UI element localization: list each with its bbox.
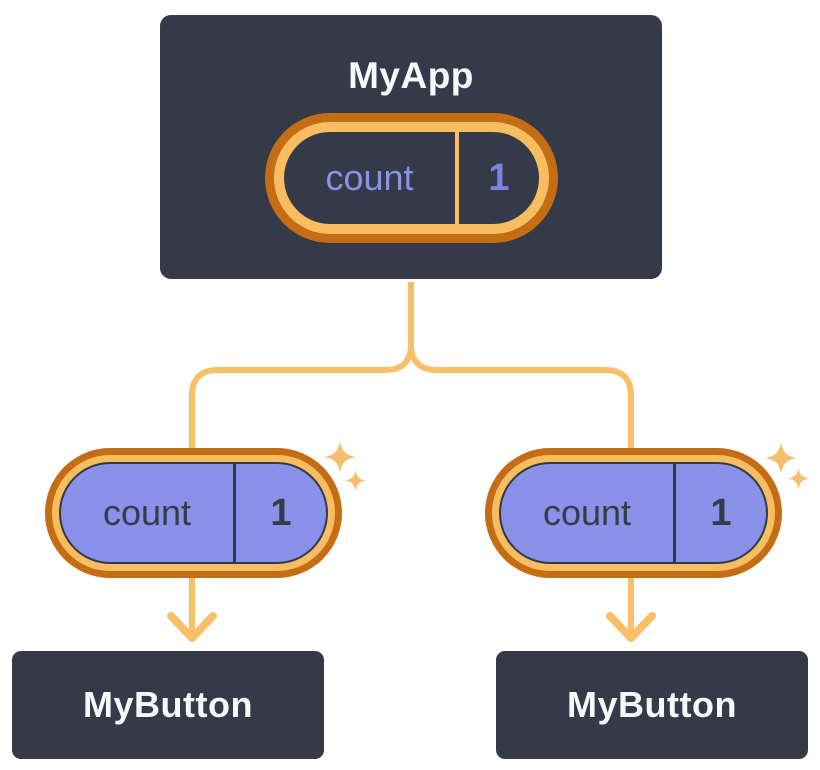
pill-divider <box>673 464 676 562</box>
pill-ring-inner: count 1 <box>274 122 549 234</box>
mybutton-component-box: MyButton <box>9 648 327 762</box>
prop-pill: count 1 <box>45 448 342 578</box>
state-label: count <box>325 157 414 198</box>
mybutton-component-box: MyButton <box>493 648 811 762</box>
pill-ring-outer: count 1 <box>265 113 558 243</box>
prop-label: count <box>542 492 632 533</box>
sparkle-icon <box>788 468 809 489</box>
arrow-down-icon <box>606 612 656 642</box>
pill-divider <box>233 464 236 562</box>
sparkle-icon <box>765 442 797 474</box>
pill-ring-outer: count 1 <box>485 448 782 578</box>
state-value: 1 <box>488 156 510 199</box>
prop-pill: count 1 <box>485 448 782 578</box>
prop-value: 1 <box>710 491 732 534</box>
component-title: MyApp <box>348 55 474 96</box>
arrow-down-icon <box>167 612 217 642</box>
pill-ring-outer: count 1 <box>45 448 342 578</box>
pill-body: count 1 <box>499 462 768 564</box>
state-pill: count 1 <box>265 113 558 243</box>
pill-body: count 1 <box>59 462 328 564</box>
sparkle-icon <box>324 441 356 473</box>
prop-label: count <box>102 492 192 533</box>
pill-divider <box>455 132 459 224</box>
connector-line-right <box>408 343 634 634</box>
pill-ring-inner: count 1 <box>52 455 335 571</box>
pill-body: count 1 <box>284 132 539 224</box>
pill-ring-inner: count 1 <box>492 455 775 571</box>
sparkle-icon <box>345 470 366 491</box>
prop-value: 1 <box>270 491 292 534</box>
